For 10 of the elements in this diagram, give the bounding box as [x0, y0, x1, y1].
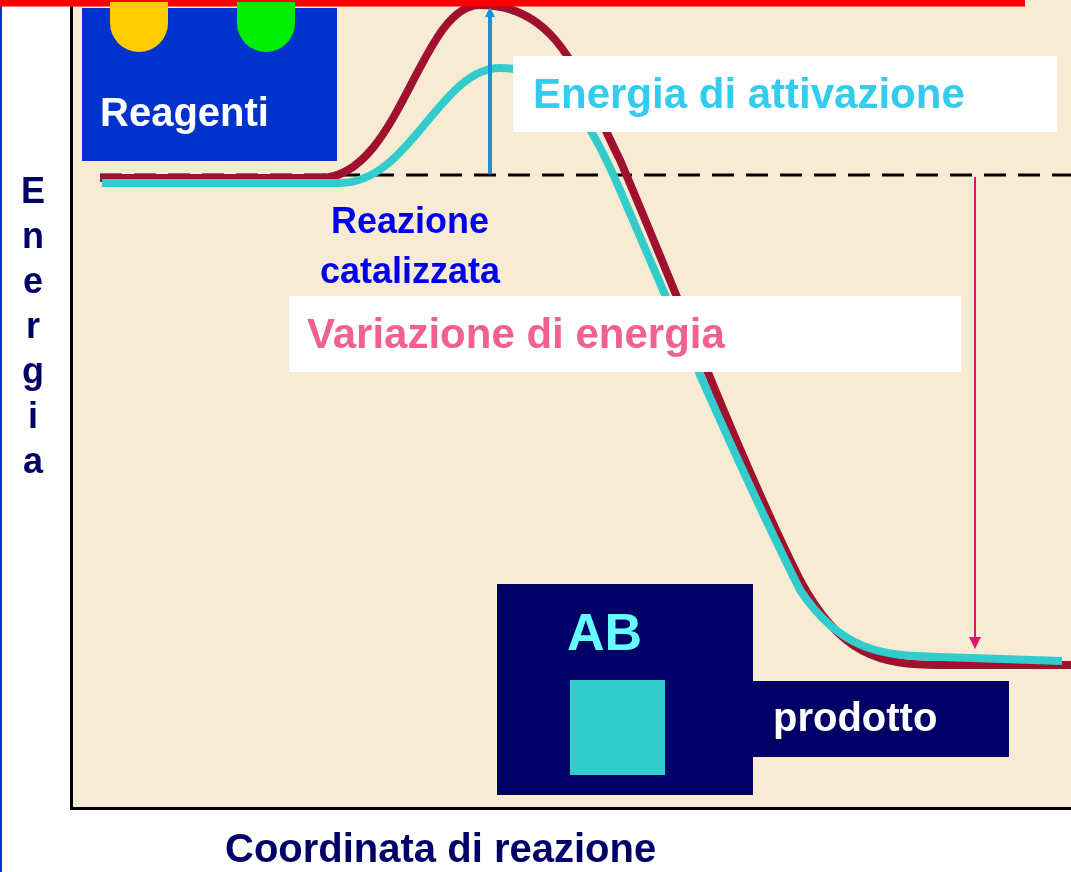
label-box: [753, 681, 1009, 757]
axis-label: Coordinata di reazione: [225, 826, 657, 871]
node-label: Reagenti: [100, 90, 269, 135]
node-label: prodotto: [773, 695, 938, 740]
activation-energy-label: Energia di attivazione: [513, 56, 1057, 132]
node-label: AB: [567, 602, 643, 662]
product-box: [497, 584, 753, 795]
axis-label: Energia: [20, 169, 46, 483]
curve-label: Reazione catalizzata: [318, 199, 502, 293]
energy-change-label: Variazione di energia: [289, 296, 961, 372]
